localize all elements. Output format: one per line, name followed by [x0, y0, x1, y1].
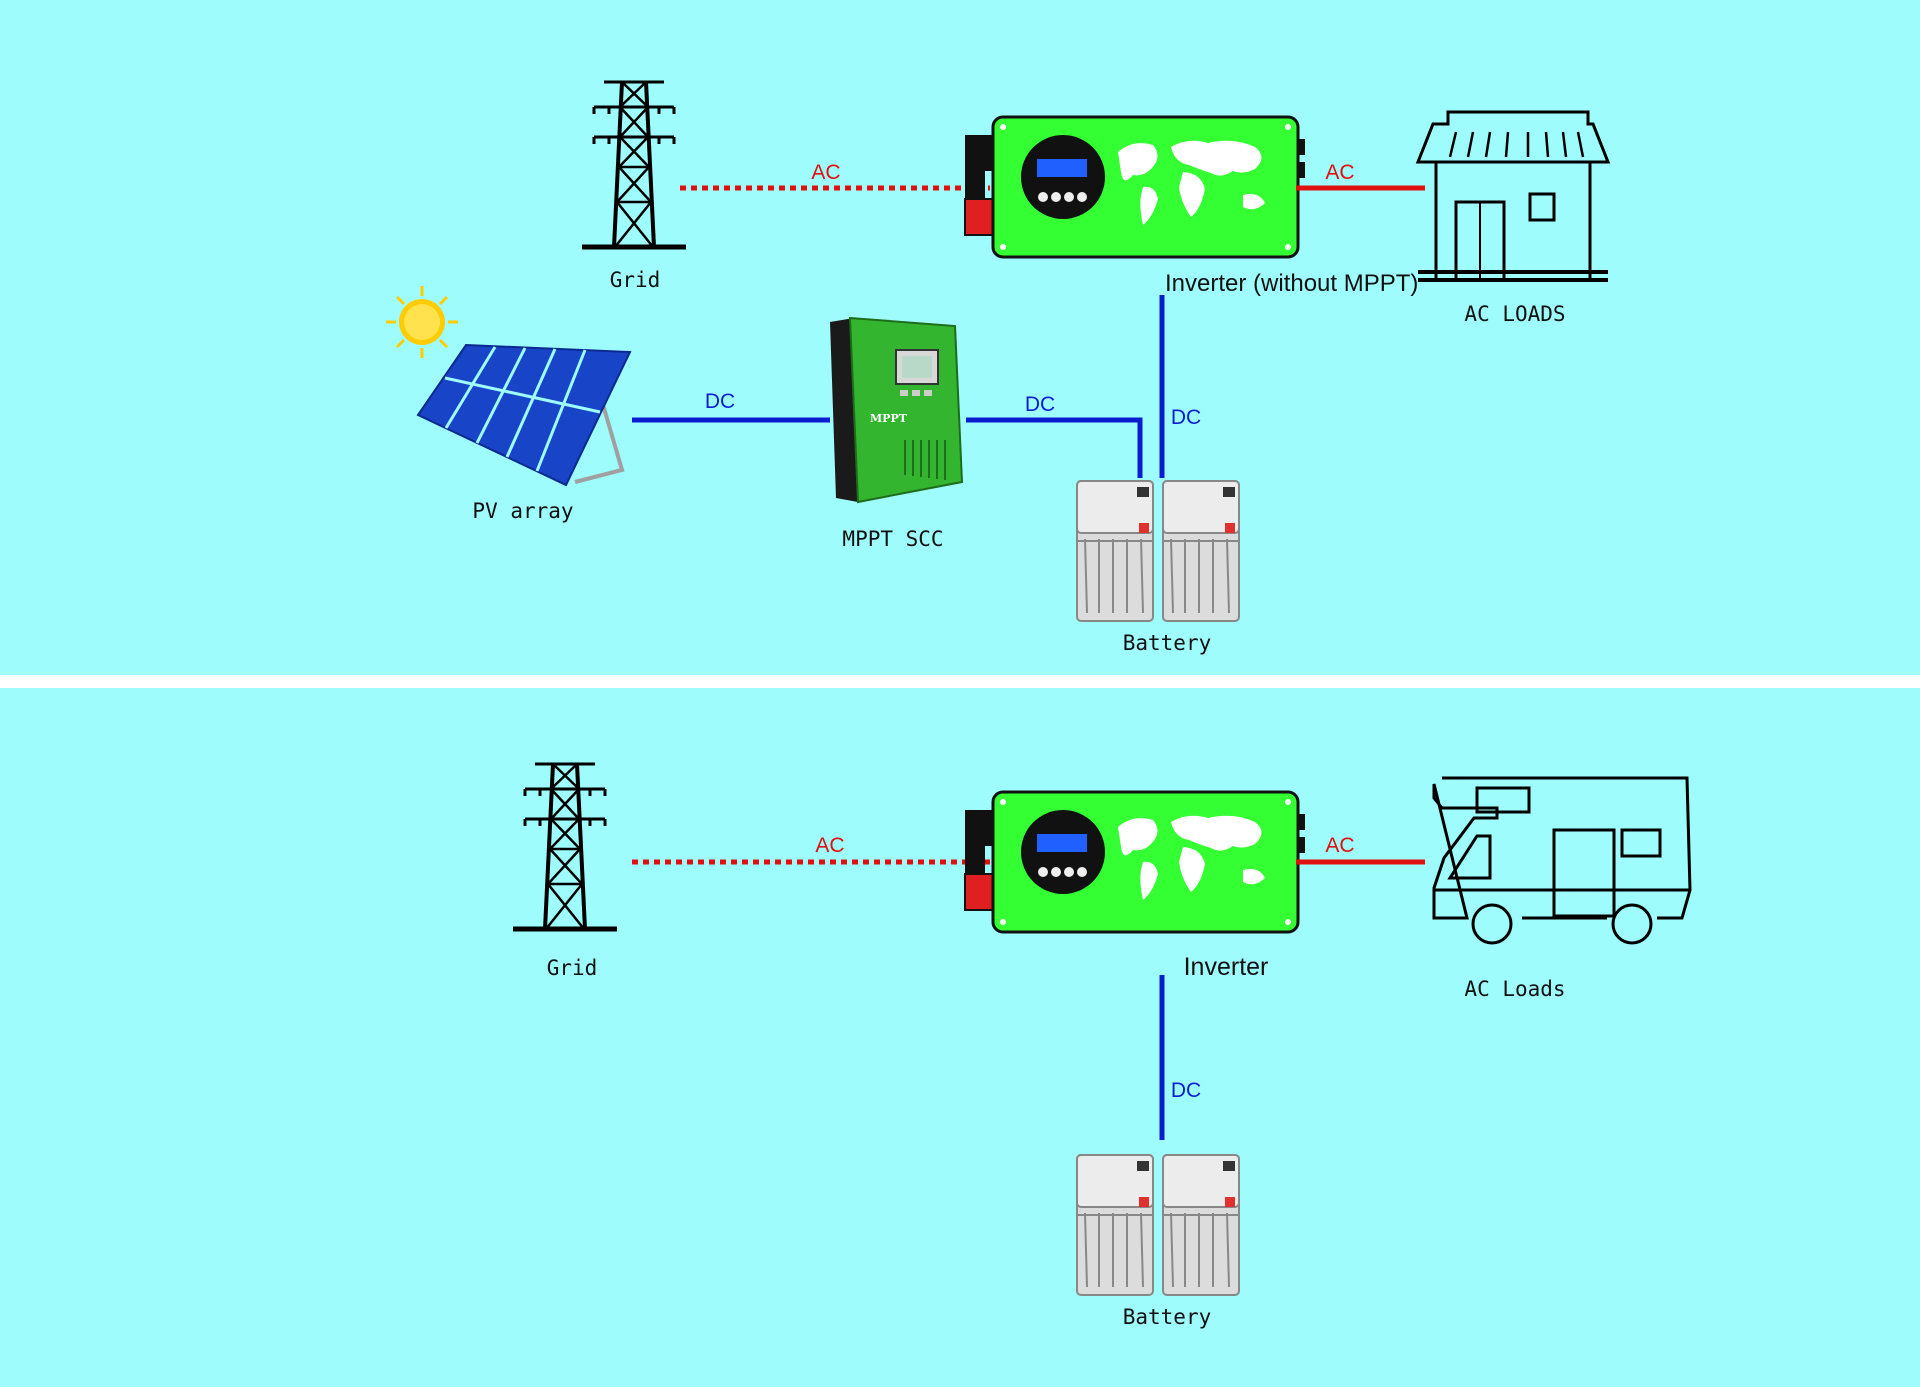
- bottom-battery-label: Battery: [1123, 1305, 1212, 1329]
- top-inverter-device-icon: [963, 115, 1307, 259]
- house-icon: [1415, 110, 1611, 282]
- top-grid-label: Grid: [610, 268, 661, 292]
- charge-controller-icon: MPPT: [830, 316, 964, 504]
- mppt-dc-label: DC: [1025, 393, 1055, 416]
- camper-van-icon: [1432, 776, 1692, 945]
- sun-icon: [386, 286, 458, 358]
- bottom-panel-background: [0, 688, 1920, 1387]
- top-inverter-label: Inverter (without MPPT): [1165, 270, 1418, 297]
- bottom-grid-ac-label: AC: [815, 834, 844, 857]
- top-ac-loads-label: AC LOADS: [1464, 302, 1565, 326]
- bottom-inverter-device-icon: [963, 790, 1307, 934]
- inverter-dc-label: DC: [1171, 406, 1201, 429]
- bottom-ac-loads-label: AC Loads: [1464, 977, 1565, 1001]
- top-grid-ac-label: AC: [811, 161, 840, 184]
- pv-array-label: PV array: [472, 499, 573, 523]
- mppt-dc-line: [966, 417, 1143, 478]
- bottom-dc-label: DC: [1171, 1079, 1201, 1102]
- mppt-brand-label: MPPT: [870, 412, 908, 425]
- bottom-inverter-label: Inverter: [1184, 953, 1269, 981]
- bottom-grid-label: Grid: [547, 956, 598, 980]
- top-battery-label: Battery: [1123, 631, 1212, 655]
- mppt-scc-label: MPPT SCC: [842, 527, 943, 551]
- bottom-load-ac-label: AC: [1325, 834, 1354, 857]
- top-load-ac-label: AC: [1325, 161, 1354, 184]
- pv-dc-label: DC: [705, 390, 735, 413]
- solar-panel-icon: [416, 343, 632, 487]
- top-panel-background: [0, 0, 1920, 675]
